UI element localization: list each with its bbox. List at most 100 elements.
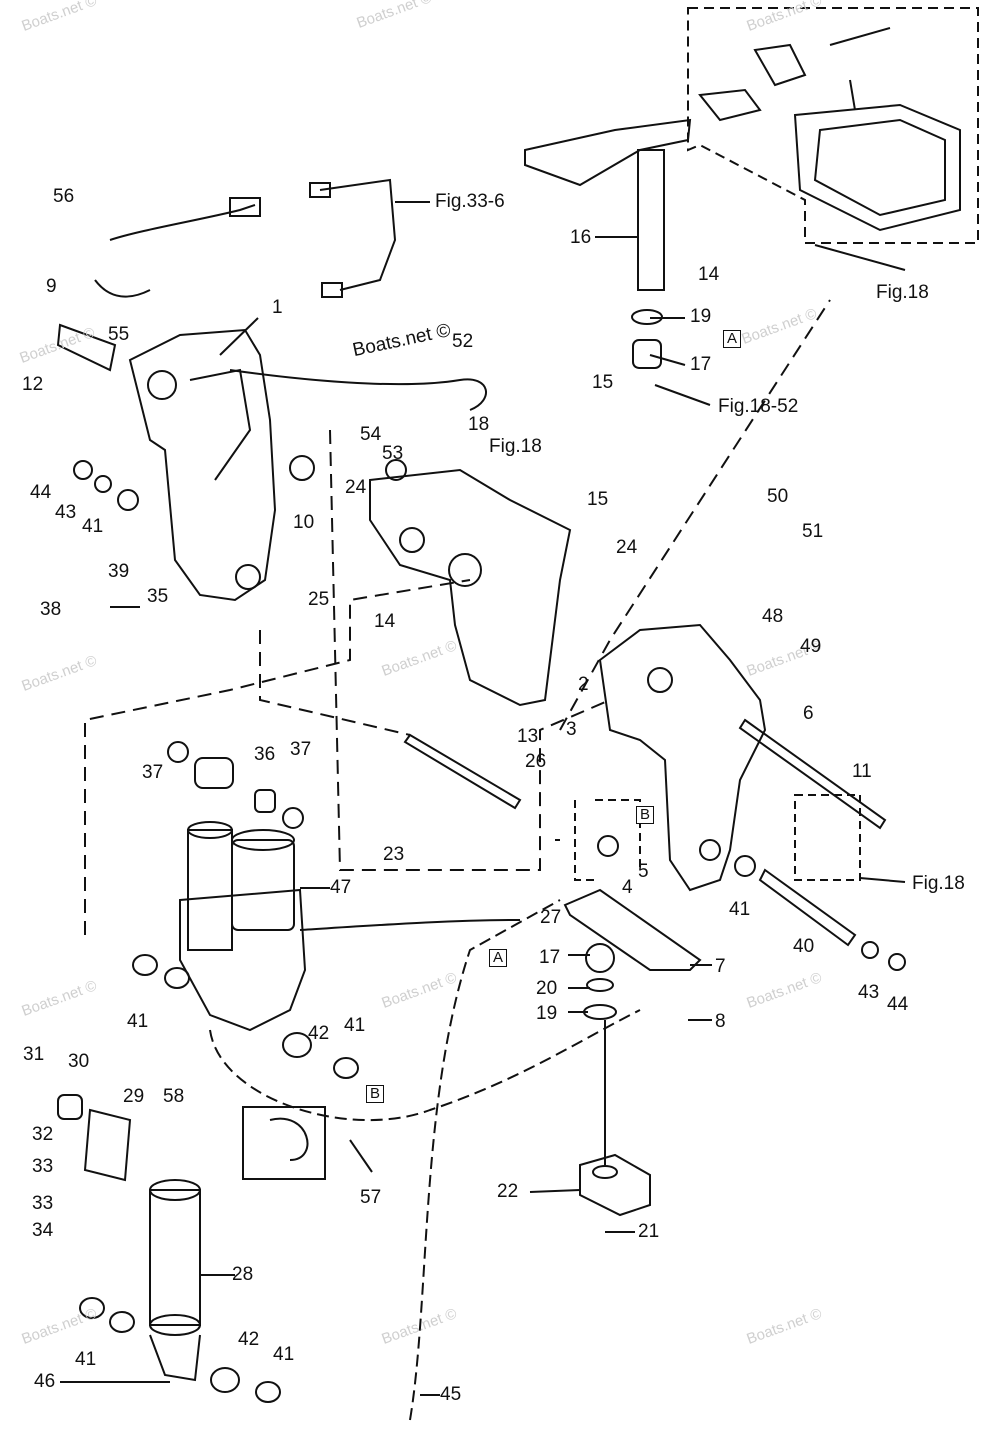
callout-8: 8 [715,1011,726,1032]
callout-9: 9 [46,276,57,297]
callout-11: 11 [852,761,872,782]
callout-1: 1 [272,297,283,318]
callout-13: 13 [517,726,539,747]
callout-10: 10 [293,512,315,533]
callout-30: 30 [68,1051,90,1072]
callout-43: 43 [55,502,77,523]
cable-52 [229,369,487,411]
clamp-bracket-1 [128,328,277,602]
callout-34: 34 [32,1220,54,1241]
callout-22: 22 [497,1181,519,1202]
callout-35: 35 [147,586,169,607]
swivel-bracket-13 [369,468,572,707]
callout-31: 31 [23,1044,45,1065]
fig-ref-18-mid[interactable]: Fig.18 [489,436,542,457]
inset-plate [793,103,961,232]
callout-41: 41 [273,1344,295,1365]
trim-motor-47 [231,839,295,931]
callout-49: 49 [800,636,822,657]
callout-5: 5 [638,861,649,882]
callout-42: 42 [238,1329,260,1350]
trim-cylinder [187,829,233,951]
callout-19: 19 [690,306,712,327]
callout-25: 25 [308,589,330,610]
callout-51: 51 [802,521,824,542]
callout-41: 41 [75,1349,97,1370]
callout-50: 50 [767,486,789,507]
callout-33: 33 [32,1156,54,1177]
callout-16: 16 [570,227,592,248]
callout-53: 53 [382,443,404,464]
callout-26: 26 [525,751,547,772]
ref-box-b: B [366,1085,385,1103]
bracket-29 [83,1108,132,1182]
callout-52: 52 [452,331,474,352]
tilt-pin-23 [403,733,522,810]
inset-frame [687,7,979,244]
callout-33: 33 [32,1193,54,1214]
callout-37: 37 [142,762,164,783]
callout-18: 18 [468,414,490,435]
callout-38: 38 [40,599,62,620]
tiller-shaft-16 [637,149,665,291]
callout-41: 41 [344,1015,366,1036]
fig-ref-18-right[interactable]: Fig.18 [912,873,965,894]
fig-ref-18-top[interactable]: Fig.18 [876,282,929,303]
callout-15: 15 [592,372,614,393]
callout-41: 41 [729,899,751,920]
callout-56: 56 [53,186,75,207]
callout-6: 6 [803,703,814,724]
steering-plate-7 [563,888,702,971]
callout-15: 15 [587,489,609,510]
callout-36: 36 [254,744,276,765]
ref-box-b: B [636,806,655,824]
callout-3: 3 [566,719,577,740]
callout-14: 14 [374,611,396,632]
tiller-arm-16 [524,118,692,187]
steering-arm-22 [579,1153,651,1217]
callout-24: 24 [345,477,367,498]
harness-top [109,204,256,241]
hose-57 [209,1009,641,1122]
callout-48: 48 [762,606,784,627]
callout-17: 17 [690,354,712,375]
callout-39: 39 [108,561,130,582]
callout-44: 44 [887,994,909,1015]
callout-58: 58 [163,1086,185,1107]
callout-41: 41 [82,516,104,537]
callout-54: 54 [360,424,382,445]
callout-37: 37 [290,739,312,760]
callout-23: 23 [383,844,405,865]
callout-40: 40 [793,936,815,957]
callout-57: 57 [360,1187,382,1208]
fig-ref-33-6[interactable]: Fig.33-6 [435,191,505,212]
callout-29: 29 [123,1086,145,1107]
clamp-bracket-6 [598,623,767,892]
tilt-shaft-11 [738,718,887,830]
callout-19: 19 [536,1003,558,1024]
callout-21: 21 [638,1221,660,1242]
assembly-outline [84,579,471,935]
callout-32: 32 [32,1124,54,1145]
callout-46: 46 [34,1371,56,1392]
callout-41: 41 [127,1011,149,1032]
callout-47: 47 [330,877,352,898]
callout-55: 55 [108,324,130,345]
ref-box-a: A [723,330,742,348]
callout-45: 45 [440,1384,462,1405]
callout-2: 2 [578,674,589,695]
trim-body [179,888,307,1032]
callout-27: 27 [540,907,562,928]
callout-17: 17 [539,947,561,968]
callout-4: 4 [622,877,633,898]
callout-20: 20 [536,978,558,999]
fig-ref-18-52[interactable]: Fig.18-52 [718,396,799,417]
callout-24: 24 [616,537,638,558]
tilt-tube-40 [758,868,857,947]
callout-7: 7 [715,956,726,977]
callout-44: 44 [30,482,52,503]
tilt-cylinder-28 [149,1189,201,1326]
callout-28: 28 [232,1264,254,1285]
hose-45 [409,899,561,1421]
